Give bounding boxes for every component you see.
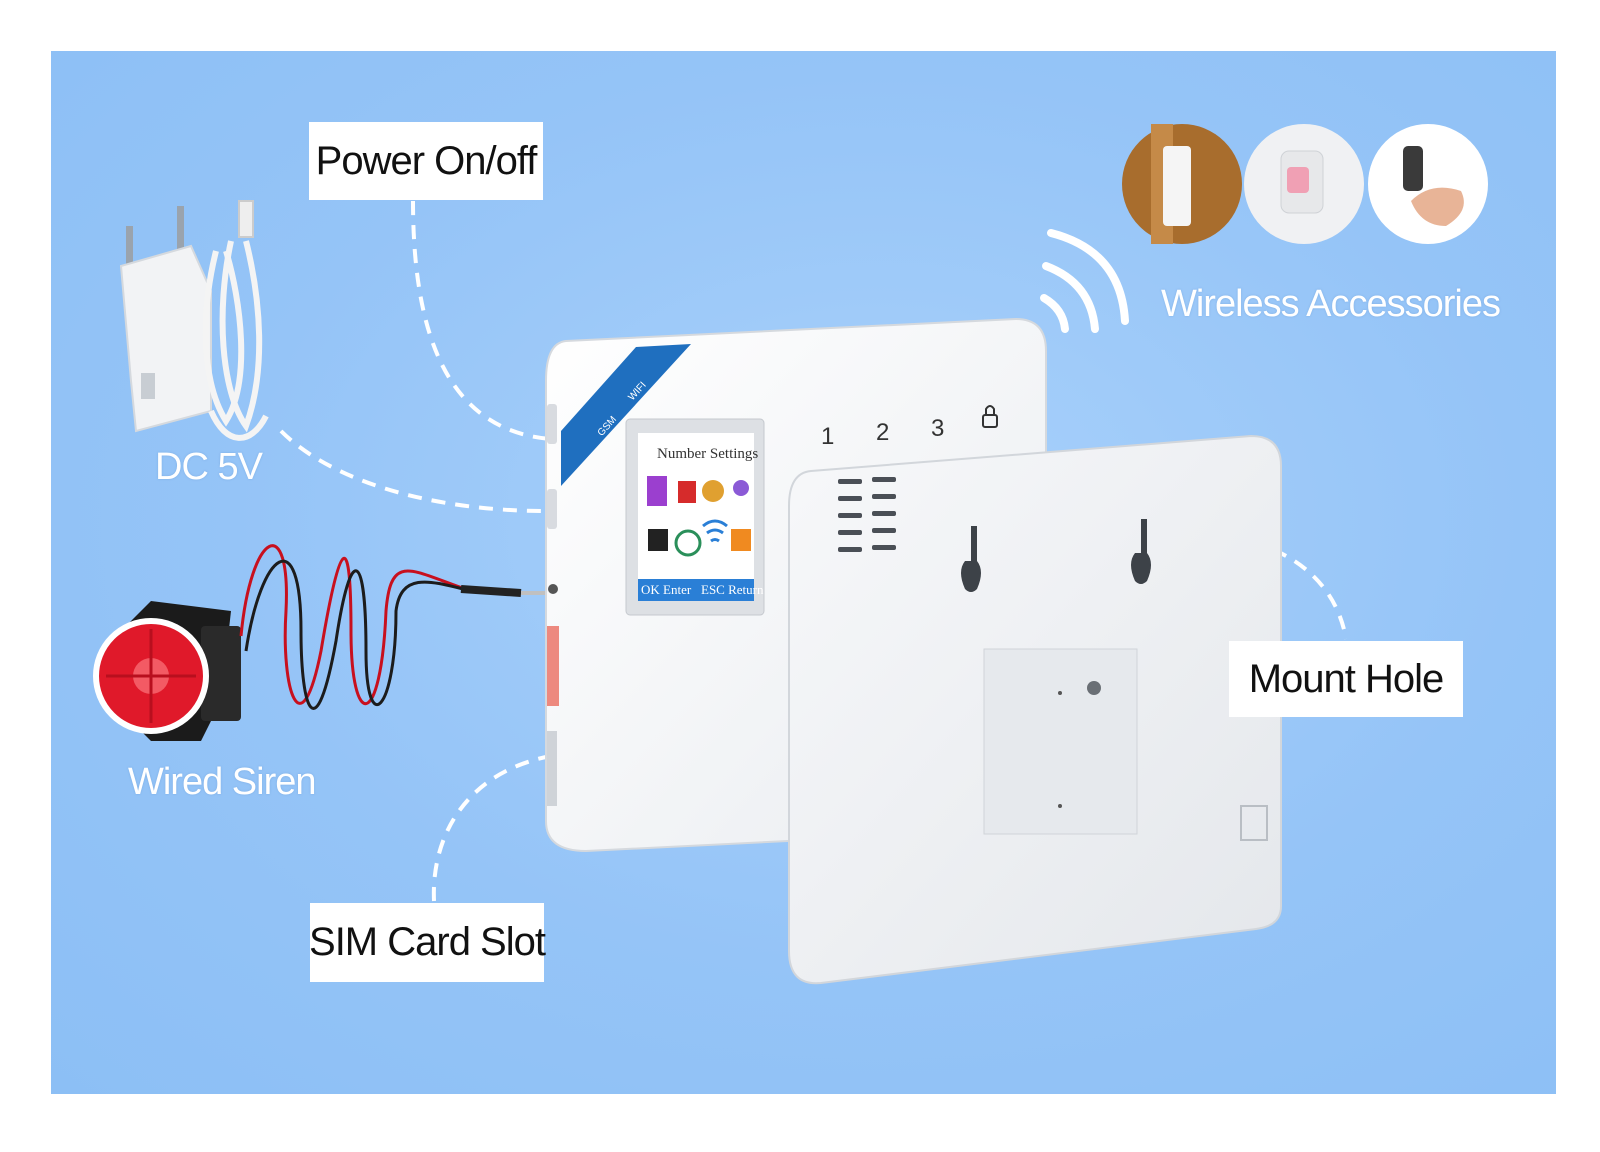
power-callout-line (411, 200, 552, 441)
key-3: 3 (931, 415, 945, 442)
product-panel: Power On/off SIM Card Slot Mount Hole DC… (51, 51, 1556, 1094)
lcd-ok: OK Enter (641, 582, 692, 597)
key-1: 1 (821, 423, 835, 450)
wifi-signal-icon (1040, 229, 1129, 333)
siren-wire (239, 544, 547, 710)
lock-key-icon (982, 405, 998, 428)
lcd-screen (638, 433, 754, 601)
door-sensor-icon (1122, 124, 1242, 244)
motion-sensor-icon (1244, 124, 1364, 244)
lcd-esc: ESC Return (701, 582, 764, 597)
band-gsm-wifi (561, 344, 691, 486)
sim-callout: SIM Card Slot (309, 903, 546, 982)
lcd-title: Number Settings (657, 446, 759, 462)
siren-label: Wired Siren (128, 761, 316, 803)
mount-callout: Mount Hole (1229, 641, 1463, 717)
key-2: 2 (876, 419, 890, 446)
sim-callout-line (431, 754, 552, 902)
wireless-label: Wireless Accessories (1161, 283, 1501, 325)
mount-hole-icon (961, 519, 1151, 592)
usb-cable-icon (202, 200, 269, 441)
back-device (788, 434, 1282, 985)
speaker-grille (838, 477, 896, 552)
dc-callout-line (279, 429, 547, 513)
product-scene (93, 124, 1488, 985)
power-callout: Power On/off (309, 122, 543, 200)
power-adapter-icon (119, 206, 212, 433)
remote-control-icon (1368, 124, 1488, 244)
dc-label: DC 5V (155, 446, 263, 488)
siren-icon (93, 601, 241, 741)
